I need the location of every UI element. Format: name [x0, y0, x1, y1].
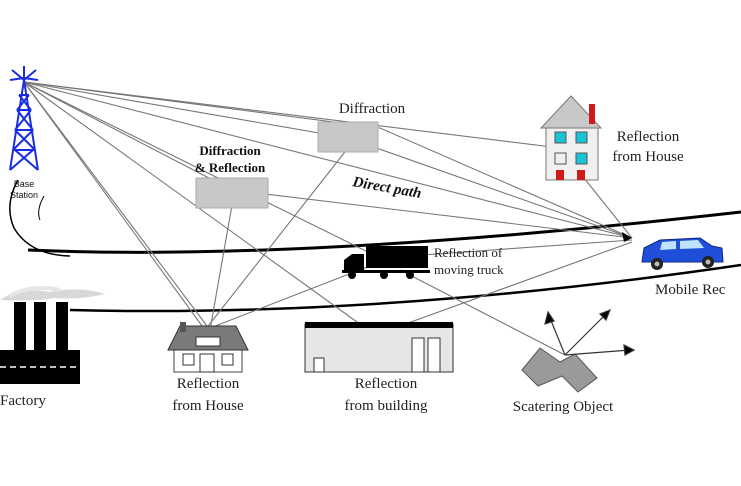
base-station-label-2: Station: [10, 190, 38, 200]
scattering-label: Scatering Object: [513, 399, 614, 415]
base-station-label-1: Base: [14, 179, 35, 189]
reflection-building-label-1: Reflection: [355, 376, 418, 392]
reflection-house-bottom-label-1: Reflection: [177, 376, 240, 392]
factory-icon: [0, 286, 105, 384]
scattering-object-icon: [521, 347, 598, 393]
diffraction-reflection-obstacle: [195, 177, 269, 209]
bottom-house-icon: [167, 322, 249, 373]
building-icon: [304, 322, 454, 373]
reflection-house-top-label-1: Reflection: [617, 129, 680, 145]
diffraction-reflection-label-2: & Reflection: [195, 160, 266, 175]
hill-outline-2: [38, 195, 45, 221]
ray-arrowhead: [622, 232, 632, 242]
lower-road-curve: [69, 263, 741, 313]
mobile-label: Mobile Rec: [655, 282, 726, 298]
diffraction-reflection-label-1: Diffraction: [199, 143, 261, 158]
top-house-icon: [539, 95, 603, 181]
mobile-car-icon: [641, 237, 724, 270]
reflection-house-top-label-2: from House: [612, 149, 684, 165]
factory-label: Factory: [0, 393, 46, 409]
reflection-truck-label-1: Reflection of: [434, 245, 503, 260]
reflection-building-label-2: from building: [345, 398, 428, 414]
upper-road-curve: [27, 210, 741, 254]
base-station-tower-icon: [9, 66, 39, 171]
reflection-truck-label-2: moving truck: [434, 262, 504, 277]
diffraction-label: Diffraction: [339, 101, 406, 117]
propagation-rays: [23, 81, 633, 356]
hill-outline: [9, 179, 71, 257]
diffraction-obstacle: [317, 121, 379, 153]
truck-icon: [342, 246, 430, 279]
direct-path-label: Direct path: [350, 174, 422, 202]
reflection-house-bottom-label-2: from House: [172, 398, 244, 414]
scatter-arrows: [544, 308, 636, 356]
